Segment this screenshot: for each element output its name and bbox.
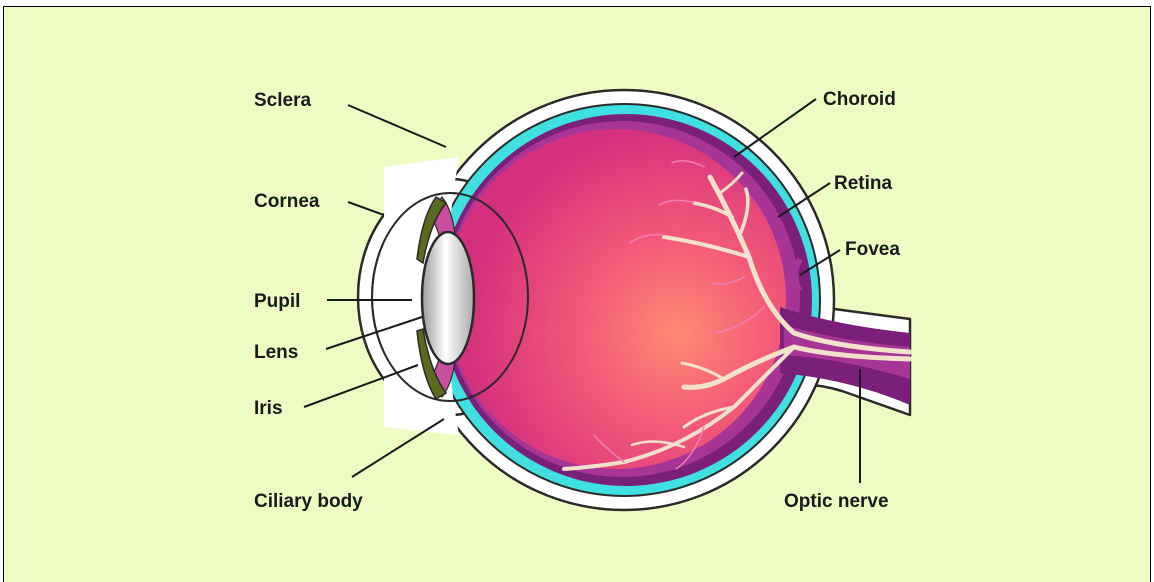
label-fovea: Fovea: [845, 239, 900, 260]
label-lens: Lens: [254, 342, 298, 363]
label-sclera: Sclera: [254, 90, 311, 111]
label-ciliary-body: Ciliary body: [254, 491, 363, 512]
label-retina: Retina: [834, 173, 893, 194]
label-pupil: Pupil: [254, 291, 300, 312]
label-cornea: Cornea: [254, 191, 320, 212]
eye-diagram-frame: Sclera Cornea Pupil Lens Iris Ciliary bo…: [3, 6, 1151, 582]
label-iris: Iris: [254, 398, 283, 419]
label-optic-nerve: Optic nerve: [784, 491, 889, 512]
label-choroid: Choroid: [823, 89, 896, 110]
eye-anatomy-diagram: Sclera Cornea Pupil Lens Iris Ciliary bo…: [4, 7, 1151, 582]
lens-shape: [422, 232, 474, 364]
